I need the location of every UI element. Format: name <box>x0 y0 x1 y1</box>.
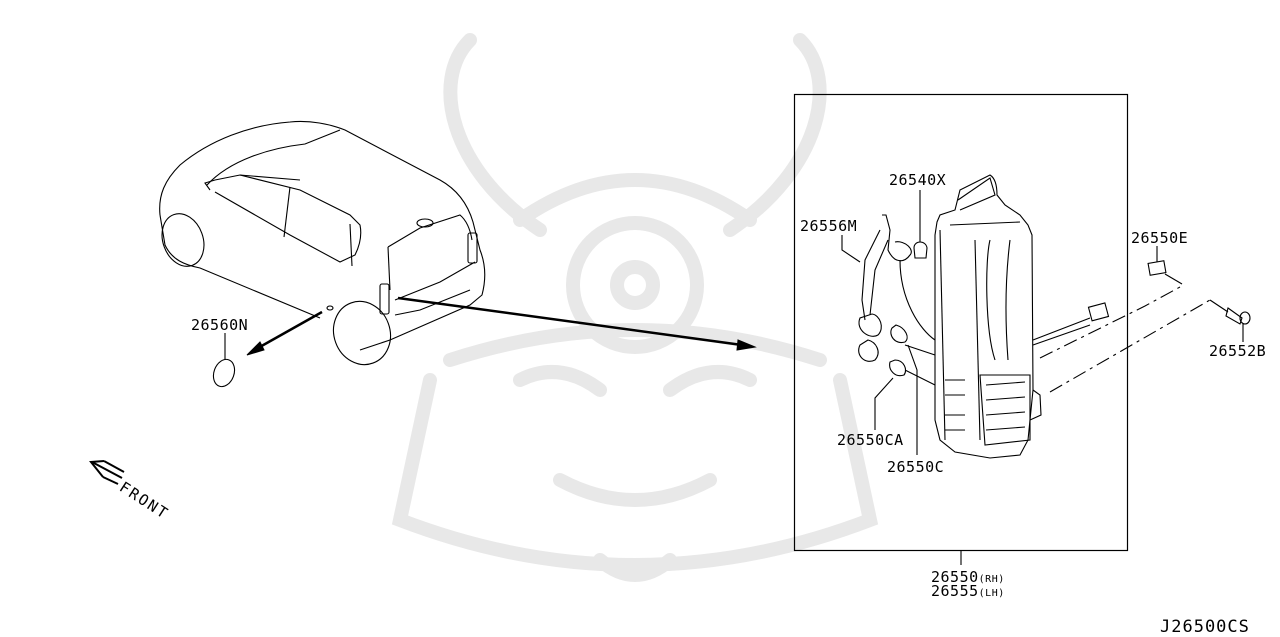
callout-26552B: 26552B <box>1209 342 1267 360</box>
dashed-leaders <box>1039 286 1211 393</box>
part-26552B-screw <box>1209 299 1251 342</box>
assembly-lh-code: 26555 <box>931 582 979 600</box>
assembly-rh-code: 26550 <box>931 568 979 586</box>
diagram-code: J26500CS <box>1160 617 1250 637</box>
assembly-rh-suffix: (RH) <box>978 574 1005 585</box>
assembly-lh-suffix: (LH) <box>978 588 1005 599</box>
front-direction-arrow-icon <box>89 460 125 485</box>
tail-lamp-assembly <box>934 174 1110 459</box>
part-26550E-clip <box>1147 246 1183 285</box>
callout-26556M: 26556M <box>800 217 858 235</box>
part-26540X-bulb <box>913 190 928 259</box>
assembly-lh-label: 26555(LH) <box>931 584 1005 601</box>
part-26560N-lens <box>212 333 236 388</box>
leader-lines <box>874 344 918 455</box>
callout-26550E: 26550E <box>1131 229 1189 247</box>
assembly-rh-label: 26550(RH) <box>931 570 1005 587</box>
callout-26540X: 26540X <box>889 171 947 189</box>
vehicle-illustration <box>159 120 486 366</box>
callout-26560N: 26560N <box>191 316 249 334</box>
detail-frame <box>793 93 1129 552</box>
callout-26550C: 26550C <box>887 458 945 476</box>
part-26556M-harness <box>841 214 936 386</box>
callout-arrows <box>246 296 757 356</box>
callout-26550CA: 26550CA <box>837 431 904 449</box>
